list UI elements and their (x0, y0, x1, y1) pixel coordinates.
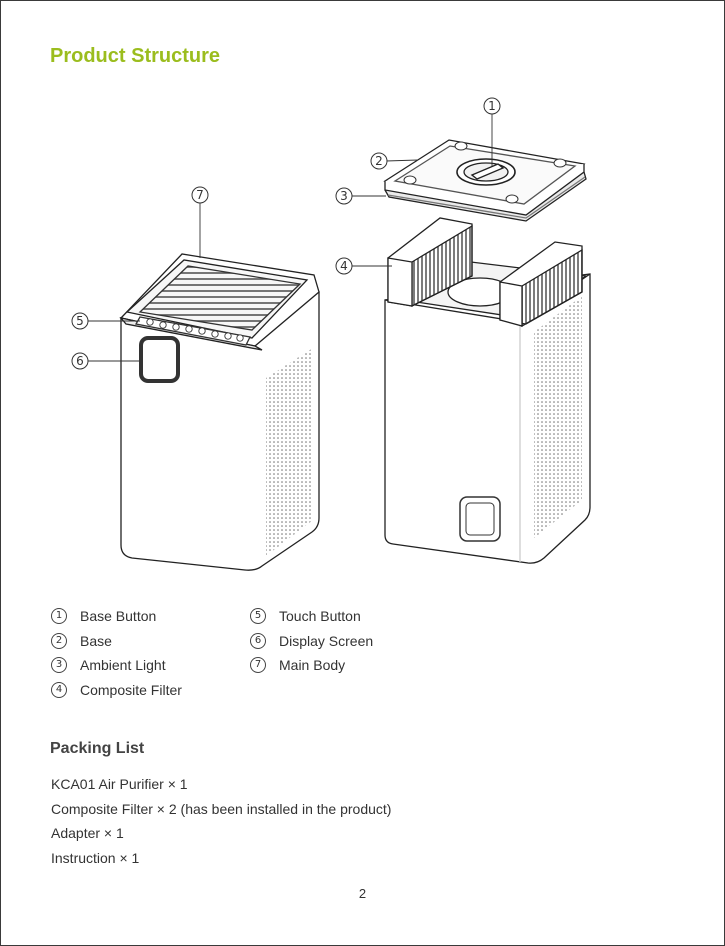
exploded-purifier (385, 140, 590, 563)
callout-1-number: 1 (488, 99, 496, 113)
packing-item: KCA01 Air Purifier × 1 (51, 774, 391, 799)
legend-number: 4 (51, 682, 67, 698)
legend-label: Touch Button (279, 606, 361, 626)
packing-item: Instruction × 1 (51, 848, 391, 873)
right-side-grill (534, 296, 582, 538)
left-side-grill (266, 348, 313, 556)
packing-item: Adapter × 1 (51, 823, 391, 848)
legend-number: 2 (51, 633, 67, 649)
packing-list: KCA01 Air Purifier × 1 Composite Filter … (51, 774, 391, 872)
packing-list-title: Packing List (50, 740, 144, 758)
callout-2-number: 2 (375, 154, 383, 168)
callout-4-number: 4 (340, 259, 348, 273)
legend-label: Display Screen (279, 631, 373, 651)
legend-label: Base Button (80, 606, 156, 626)
legend-number: 5 (250, 608, 266, 624)
callout-6-number: 6 (76, 354, 84, 368)
legend: 1 Base Button 2 Base 3 Ambient Light 4 C… (51, 606, 451, 706)
legend-label: Base (80, 631, 112, 651)
callout-7-number: 7 (196, 188, 204, 202)
legend-number: 6 (250, 633, 266, 649)
legend-label: Main Body (279, 655, 345, 675)
legend-label: Ambient Light (80, 655, 166, 675)
assembled-purifier (121, 254, 319, 570)
product-diagram: 1 2 3 4 5 6 7 (0, 0, 725, 600)
display-screen (141, 338, 178, 381)
callout-3-number: 3 (340, 189, 348, 203)
packing-item: Composite Filter × 2 (has been installed… (51, 799, 391, 824)
legend-number: 3 (51, 657, 67, 673)
legend-number: 1 (51, 608, 67, 624)
legend-label: Composite Filter (80, 680, 182, 700)
callout-5-number: 5 (76, 314, 84, 328)
page-number: 2 (0, 886, 725, 901)
legend-number: 7 (250, 657, 266, 673)
